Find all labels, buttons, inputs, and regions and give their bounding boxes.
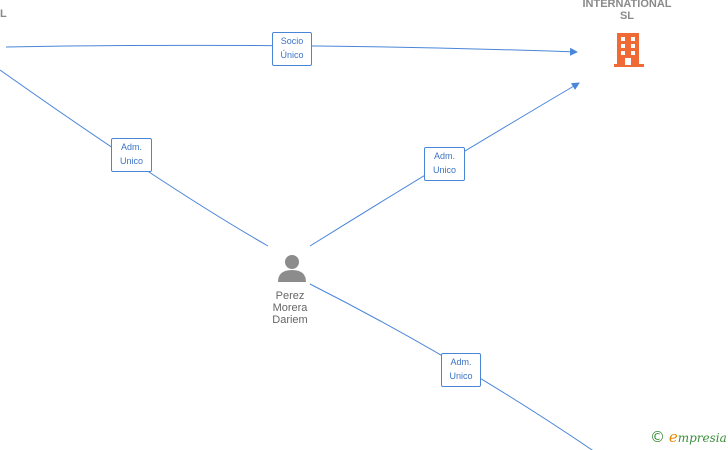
company-label-line1: INTERNATIONAL (582, 0, 672, 10)
partial-node-label: L (0, 8, 7, 20)
edge-adm-left (0, 69, 269, 247)
edge-label-adm-left[interactable]: Adm. Unico (111, 138, 152, 172)
person-label-line1: Perez (275, 290, 305, 302)
edge-label-adm-left-line1: Adm. (120, 142, 142, 152)
empresia-watermark: © empresia (650, 428, 727, 446)
person-label-line3: Dariem (272, 314, 308, 326)
watermark-text: mpresia (677, 431, 727, 445)
person-label: Perez Morera Dariem (255, 290, 325, 326)
person-label-line2: Morera (272, 302, 308, 314)
edge-label-adm-company[interactable]: Adm. Unico (424, 147, 465, 181)
edge-label-adm-bottom[interactable]: Adm. Unico (441, 353, 481, 387)
copyright-symbol: © (650, 428, 665, 446)
edge-label-adm-bottom-line2: Unico (449, 371, 473, 381)
person-icon[interactable] (276, 253, 308, 288)
building-icon[interactable] (613, 33, 645, 72)
watermark-e-letter: e (668, 428, 678, 446)
edge-label-socio-unico[interactable]: Socio Único (272, 32, 312, 66)
edge-label-socio-line2: Único (280, 50, 304, 60)
edge-label-adm-company-line1: Adm. (433, 151, 455, 161)
company-label: INTERNATIONAL SL (566, 0, 688, 22)
edge-label-adm-left-line2: Unico (119, 156, 143, 166)
edge-label-adm-bottom-line1: Adm. (450, 357, 472, 367)
edge-label-adm-company-line2: Unico (432, 165, 456, 175)
edge-label-socio-line1: Socio (280, 36, 304, 46)
company-label-line2: SL (619, 10, 635, 22)
